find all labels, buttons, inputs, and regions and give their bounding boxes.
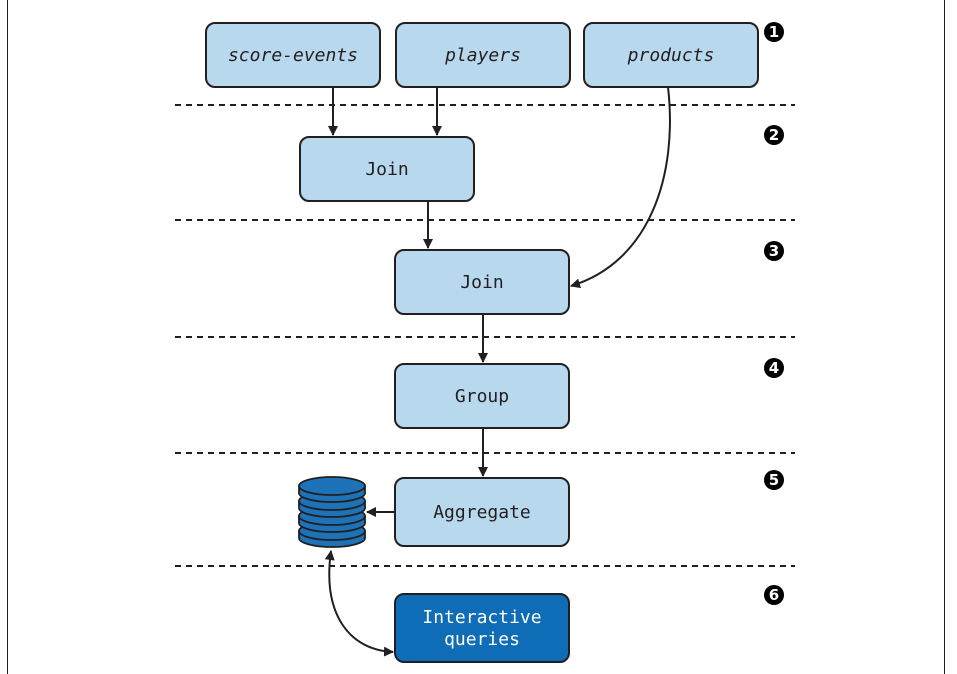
step-marker-5: 5 <box>764 470 784 490</box>
source-label: score-events <box>228 45 358 66</box>
figure-frame <box>7 0 945 674</box>
aggregate-node: Aggregate <box>394 477 570 547</box>
step-marker-4: 4 <box>764 358 784 378</box>
step-marker-6: 6 <box>764 585 784 605</box>
marker-number: 1 <box>769 23 779 41</box>
database-icon <box>298 476 366 548</box>
group-label: Group <box>455 386 509 407</box>
join-node-1: Join <box>299 136 475 202</box>
marker-number: 3 <box>769 242 779 260</box>
join-label: Join <box>460 272 503 293</box>
join-label: Join <box>365 159 408 180</box>
source-label: players <box>444 45 521 66</box>
source-node-products: products <box>583 22 759 88</box>
step-marker-1: 1 <box>764 22 784 42</box>
source-label: products <box>627 45 715 66</box>
step-marker-2: 2 <box>764 125 784 145</box>
source-node-score-events: score-events <box>205 22 381 88</box>
aggregate-label: Aggregate <box>433 502 531 523</box>
marker-number: 4 <box>769 359 779 377</box>
join-node-2: Join <box>394 249 570 315</box>
source-node-players: players <box>395 22 571 88</box>
arrow-store-interactive-queries <box>324 550 394 657</box>
stage-separators <box>175 104 795 567</box>
marker-number: 2 <box>769 126 779 144</box>
marker-number: 5 <box>769 471 779 489</box>
arrow-products-to-join <box>570 86 671 289</box>
interactive-label-line1: Interactive <box>422 607 541 628</box>
step-marker-3: 3 <box>764 241 784 261</box>
interactive-label-line2: queries <box>444 629 520 650</box>
group-node: Group <box>394 363 570 429</box>
interactive-queries-node: Interactive queries <box>394 593 570 663</box>
marker-number: 6 <box>769 586 779 604</box>
flow-arrows <box>324 86 671 657</box>
